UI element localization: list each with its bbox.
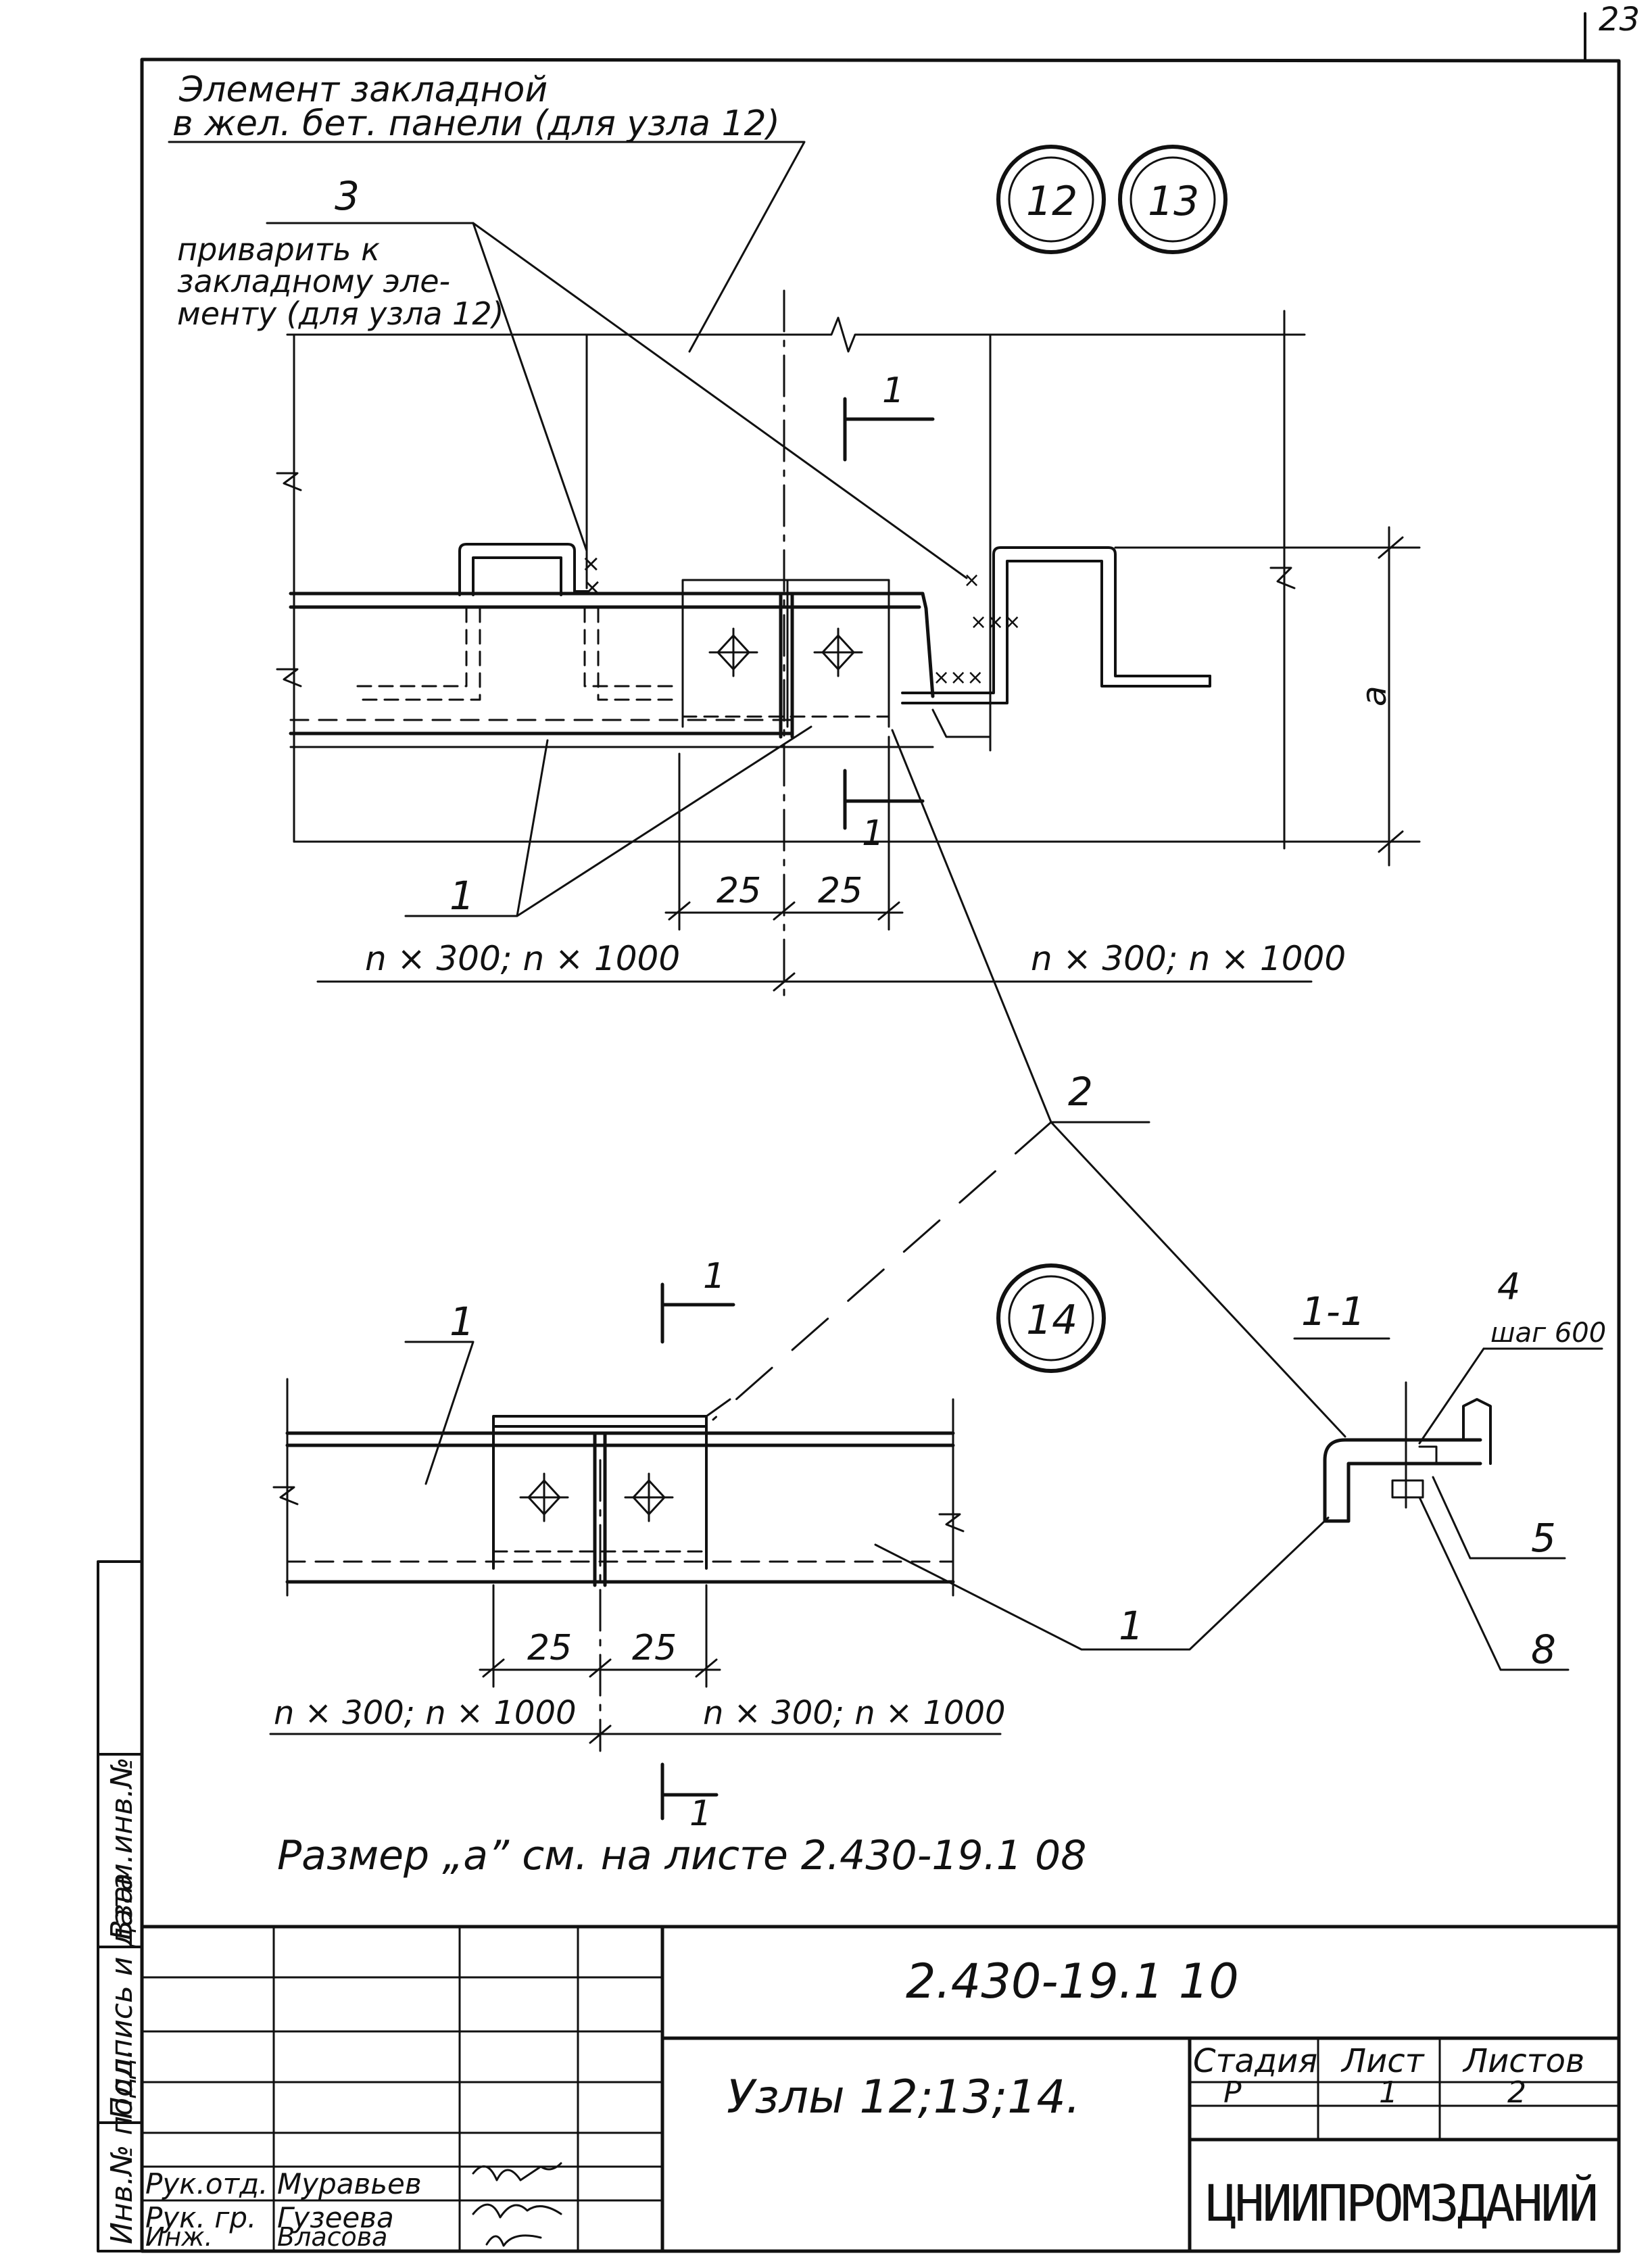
stage-value: Р bbox=[1223, 2075, 1242, 2110]
stage-header: Стадия bbox=[1193, 2042, 1317, 2080]
name-head-group: Гузеева bbox=[277, 2201, 394, 2234]
page-number: 23 bbox=[1599, 1, 1640, 39]
note-embedded-line1: Элемент закладной bbox=[178, 70, 548, 110]
name-head-dept: Муравьев bbox=[277, 2167, 422, 2200]
note-dimension-a: Размер „а” см. на листе 2.430-19.1 08 bbox=[277, 1832, 1086, 1879]
section-1-1: 1-1 4 шаг 600 5 8 bbox=[1293, 1265, 1606, 1672]
note-embedded-line2: в жел. бет. панели (для узла 12) bbox=[172, 103, 780, 144]
weld-mark-right-1: × bbox=[963, 569, 980, 592]
weld-mark-left-2: × bbox=[583, 574, 602, 601]
organization: ЦНИИПРОМЗДАНИЙ bbox=[1207, 2173, 1599, 2233]
section-mark-lower-top-label: 1 bbox=[703, 1256, 725, 1297]
note-embedded-element: Элемент закладной в жел. бет. панели (дл… bbox=[168, 70, 806, 353]
callout-3-group: 3 приварить к закладному эле- менту (для… bbox=[177, 173, 968, 579]
note-weld-line1: приварить к bbox=[177, 231, 380, 268]
callout-5: 5 bbox=[1531, 1515, 1556, 1561]
callout-4: 4 bbox=[1497, 1265, 1520, 1308]
signature-1 bbox=[472, 2162, 562, 2181]
spacing-lower-left: n × 300; n × 1000 bbox=[274, 1694, 577, 1732]
callout-1-lower-left: 1 bbox=[450, 1299, 475, 1345]
section-mark-top-label: 1 bbox=[882, 370, 904, 411]
dim-25-upper-left: 25 bbox=[716, 871, 761, 911]
callout-3: 3 bbox=[335, 173, 360, 219]
role-head-group: Рук. гр. bbox=[145, 2201, 256, 2234]
note-weld-line2: закладному эле- bbox=[177, 263, 450, 299]
weld-mark-right-2: ××× bbox=[970, 610, 1021, 634]
side-stamp-vzam-inv: Взам.инв.№ bbox=[105, 1757, 139, 1940]
node-14-label: 14 bbox=[1026, 1297, 1077, 1344]
sheet-header: Лист bbox=[1340, 2042, 1426, 2080]
doc-code: 2.430-19.1 10 bbox=[906, 1954, 1239, 2009]
sheets-header: Листов bbox=[1462, 2042, 1584, 2080]
name-engineer: Власова bbox=[277, 2222, 387, 2252]
signature-2 bbox=[472, 2203, 562, 2219]
dim-25-lower-right: 25 bbox=[632, 1628, 677, 1668]
section-1-1-label: 1-1 bbox=[1301, 1288, 1365, 1334]
weld-mark-left: × bbox=[581, 550, 601, 577]
title-block: 2.430-19.1 10 Узлы 12;13;14. Стадия Лист… bbox=[140, 1925, 1621, 2253]
callout-2-group: 2 bbox=[712, 729, 1346, 1438]
callout-8: 8 bbox=[1531, 1626, 1556, 1672]
note-weld-line3: менту (для узла 12) bbox=[177, 295, 504, 332]
side-stamp-signature-date: Подпись и дата bbox=[105, 1873, 139, 2119]
role-head-dept: Рук.отд. bbox=[145, 2167, 268, 2200]
callout-1-upper: 1 bbox=[450, 873, 475, 919]
sheet-value: 1 bbox=[1379, 2075, 1398, 2110]
sheet-frame: 23 bbox=[140, 1, 1640, 2253]
callout-2: 2 bbox=[1068, 1069, 1093, 1115]
spacing-upper-left: n × 300; n × 1000 bbox=[365, 939, 680, 978]
dimension-a-label: а bbox=[1355, 685, 1394, 706]
node-13: 13 bbox=[1118, 145, 1228, 254]
node-14: 14 bbox=[996, 1263, 1106, 1373]
callout-4-spacing: шаг 600 bbox=[1490, 1318, 1606, 1349]
upper-detail: × × × ××× ××× а 1 1 25 25 bbox=[276, 289, 1421, 1002]
dim-25-upper-right: 25 bbox=[818, 871, 863, 911]
section-mark-lower-bottom-label: 1 bbox=[689, 1793, 712, 1834]
spacing-lower-right: n × 300; n × 1000 bbox=[703, 1694, 1006, 1732]
section-mark-bottom-label: 1 bbox=[862, 813, 884, 854]
role-engineer: Инж. bbox=[145, 2222, 213, 2252]
side-stamp: Инв.№ подл. Подпись и дата Взам.инв.№ bbox=[97, 1560, 143, 2252]
weld-mark-right-3: ××× bbox=[933, 666, 983, 690]
node-12-label: 12 bbox=[1026, 178, 1077, 225]
dim-25-lower-left: 25 bbox=[527, 1628, 572, 1668]
spacing-upper-right: n × 300; n × 1000 bbox=[1031, 939, 1346, 978]
lower-detail: 1 1 1 1 25 25 n × 300; n × 1000 n × 300;… bbox=[269, 1256, 1330, 1834]
side-stamp-inv-podl: Инв.№ подл. bbox=[105, 2048, 139, 2244]
node-12: 12 bbox=[996, 145, 1106, 254]
node-13-label: 13 bbox=[1148, 178, 1199, 225]
callout-1-lower-right: 1 bbox=[1119, 1603, 1144, 1649]
signature-3 bbox=[485, 2234, 542, 2247]
sheets-value: 2 bbox=[1507, 2075, 1526, 2110]
drawing-title: Узлы 12;13;14. bbox=[727, 2071, 1080, 2124]
